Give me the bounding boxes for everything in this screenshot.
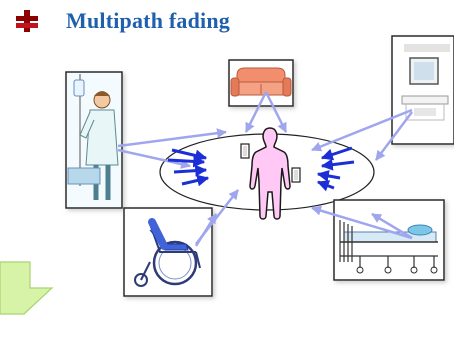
reflected-paths <box>117 91 413 247</box>
wheelchair-icon <box>123 207 213 297</box>
sofa-icon <box>228 59 294 107</box>
cross-bullet-icon <box>16 10 38 32</box>
body-sensor-icon <box>240 143 250 159</box>
direct-paths <box>167 146 355 192</box>
hospital-bed-icon <box>333 199 445 281</box>
slide-title: Multipath fading <box>66 8 230 33</box>
nurse-with-iv-icon <box>65 71 123 209</box>
body-sensor-icon <box>291 167 301 183</box>
callout-arrow-shape <box>0 261 54 315</box>
human-body-icon <box>249 127 291 220</box>
slide-heading: Multipath fading <box>16 4 230 38</box>
